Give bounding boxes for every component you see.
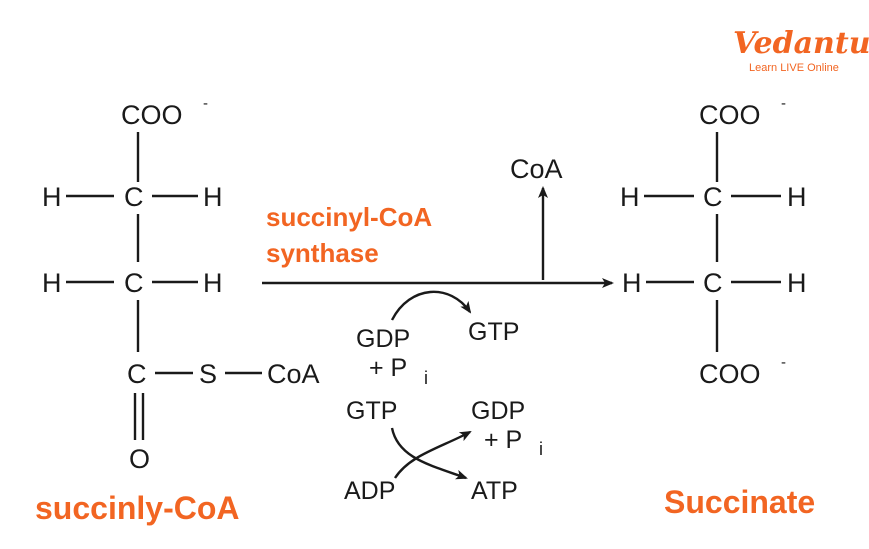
atom-coa: CoA	[267, 359, 320, 389]
atom-h: H	[42, 268, 62, 298]
product-name: Succinate	[664, 484, 815, 520]
atom-c: C	[703, 182, 723, 212]
product-top-charge: -	[781, 95, 786, 112]
pi-subscript: i	[424, 368, 428, 388]
product-bottom-charge: -	[781, 354, 786, 371]
coupled-reaction-gdp-gtp: GDP + P i GTP	[356, 290, 519, 388]
reactant-top-charge: -	[203, 95, 208, 112]
pi-label: + P	[369, 354, 407, 382]
atom-c: C	[124, 268, 144, 298]
atom-s: S	[199, 359, 217, 389]
atp-label: ATP	[471, 477, 518, 505]
gdp-label: GDP	[356, 325, 410, 353]
reactant-name: succinly-CoA	[35, 490, 239, 526]
curved-arrow	[390, 290, 472, 321]
coupled-reaction-gtp-atp: GTP ADP GDP + P i ATP	[344, 397, 543, 505]
atom-c: C	[127, 359, 147, 389]
logo-tagline: Learn LIVE Online	[749, 62, 839, 74]
logo-wordmark: Vedantu	[733, 26, 869, 61]
released-coa: CoA	[510, 154, 563, 184]
curved-arrow	[390, 427, 468, 480]
atom-h: H	[42, 182, 62, 212]
atom-h: H	[787, 268, 807, 298]
product-bottom-carboxylate: COO	[699, 359, 761, 389]
reactant-structure: COO - H C H H C H C S CoA O	[42, 95, 320, 474]
atom-o: O	[129, 444, 150, 474]
gtp-input-label: GTP	[346, 397, 397, 425]
product-top-carboxylate: COO	[699, 100, 761, 130]
vedantu-logo: Vedantu Learn LIVE Online	[733, 26, 869, 74]
gtp-label: GTP	[468, 318, 519, 346]
product-structure: COO - H C H H C H COO -	[620, 95, 807, 389]
curved-arrow	[393, 430, 472, 479]
gdp-output-label: GDP	[471, 397, 525, 425]
atom-h: H	[620, 182, 640, 212]
atom-h: H	[203, 268, 223, 298]
reactant-top-carboxylate: COO	[121, 100, 183, 130]
atom-c: C	[703, 268, 723, 298]
atom-h: H	[787, 182, 807, 212]
pi-output-subscript: i	[539, 439, 543, 459]
atom-h: H	[622, 268, 642, 298]
enzyme-name-line2: synthase	[266, 238, 379, 268]
atom-h: H	[203, 182, 223, 212]
adp-label: ADP	[344, 477, 395, 505]
pi-output-label: + P	[484, 426, 522, 454]
enzyme-name-line1: succinyl-CoA	[266, 202, 432, 232]
atom-c: C	[124, 182, 144, 212]
